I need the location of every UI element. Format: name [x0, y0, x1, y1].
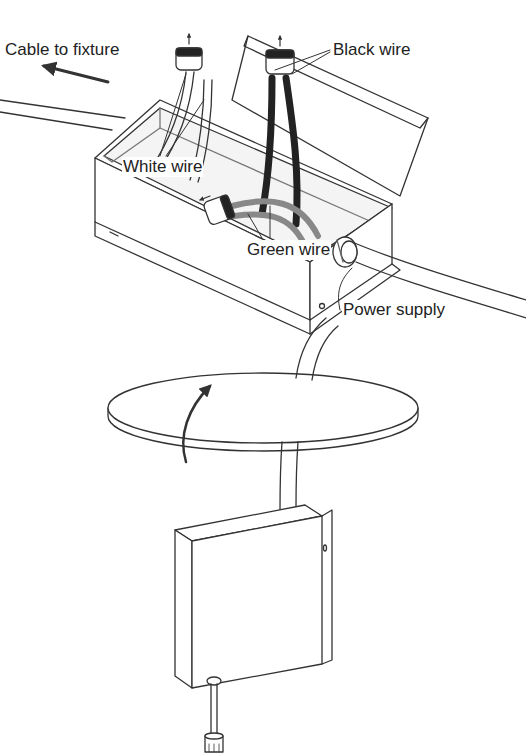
direction-arrow	[44, 66, 108, 82]
fixture-cable	[0, 100, 125, 130]
mounted-box	[175, 505, 332, 688]
part-label: Power supply	[342, 300, 446, 320]
junction-box	[95, 100, 400, 334]
part-label: White wire	[122, 157, 203, 177]
supply-cable	[280, 318, 338, 512]
leader-lines	[160, 50, 352, 310]
fixture-stem	[205, 677, 223, 752]
green-wires	[200, 194, 318, 244]
part-label: Cable to fixture	[4, 40, 120, 60]
part-label: Green wire	[246, 240, 331, 260]
rotation-arrow	[183, 386, 210, 462]
part-label: Black wire	[332, 40, 411, 60]
ceiling-disc	[108, 373, 418, 451]
